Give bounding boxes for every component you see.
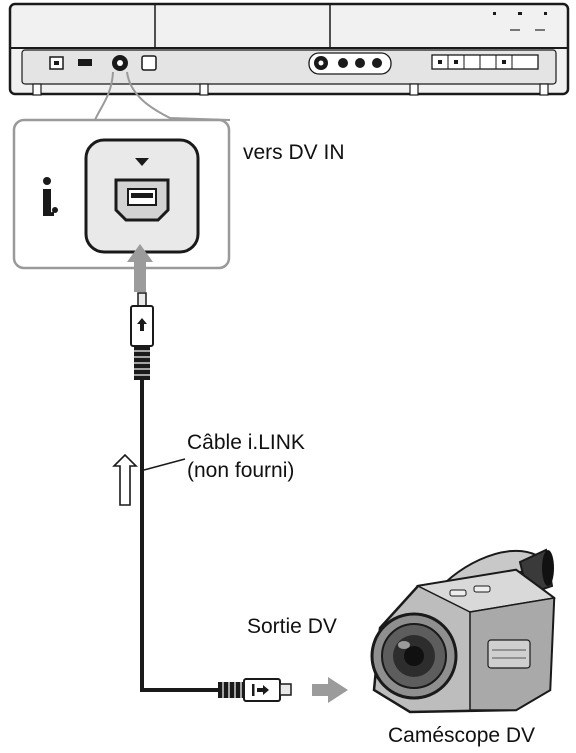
dv-in-label: vers DV IN <box>243 141 345 164</box>
ilink-plug-lower <box>218 678 292 702</box>
dv-in-port-icon <box>84 138 200 254</box>
ilink-plug-upper <box>130 292 154 380</box>
ilink-cable <box>140 380 222 692</box>
arrow-right-icon <box>312 677 348 703</box>
dv-output-label: Sortie DV <box>247 615 337 638</box>
cable-label-leader <box>143 458 186 471</box>
recorder-front-panel <box>8 2 570 96</box>
dv-camcorder <box>370 548 556 714</box>
camcorder-label: Caméscope DV <box>388 724 535 747</box>
cable-label-line2: (non fourni) <box>187 459 294 482</box>
cable-label-line1: Câble i.LINK <box>187 431 305 454</box>
signal-direction-arrow-icon <box>112 453 138 506</box>
i-link-icon <box>43 177 58 216</box>
arrow-up-icon <box>127 244 153 292</box>
